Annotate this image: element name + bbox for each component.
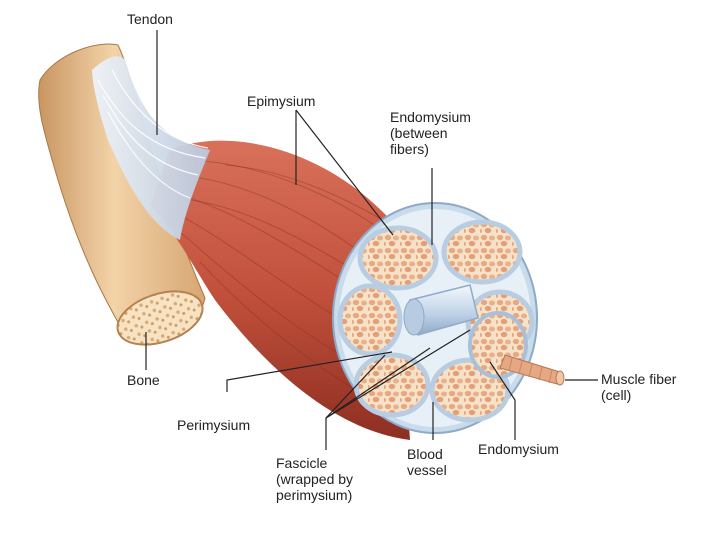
leader-line-epimysium-2 — [295, 109, 394, 236]
label-blood-vessel: Blood vessel — [407, 446, 447, 478]
label-muscle-fiber: Muscle fiber (cell) — [601, 371, 677, 403]
leader-line-fascicle-1 — [325, 354, 386, 419]
leader-line-endomysium-bottom — [489, 361, 516, 440]
label-perimysium: Perimysium — [177, 417, 251, 433]
leader-line-fascicle-2 — [325, 347, 431, 419]
label-bone: Bone — [127, 372, 160, 388]
leader-line-fascicle-3 — [325, 329, 471, 419]
label-endomysium-top: Endomysium (between fibers) — [390, 109, 471, 157]
label-fascicle: Fascicle (wrapped by perimysium) — [276, 455, 354, 503]
label-epimysium: Epimysium — [247, 93, 316, 109]
bone-shape — [38, 43, 206, 346]
label-tendon: Tendon — [127, 11, 173, 27]
leader-line-perimysium — [226, 351, 393, 392]
muscle-fiber-cell — [499, 354, 565, 386]
tendon-shape — [92, 56, 210, 240]
muscle-cross-section — [332, 202, 538, 434]
label-endomysium-bottom: Endomysium — [478, 441, 559, 457]
